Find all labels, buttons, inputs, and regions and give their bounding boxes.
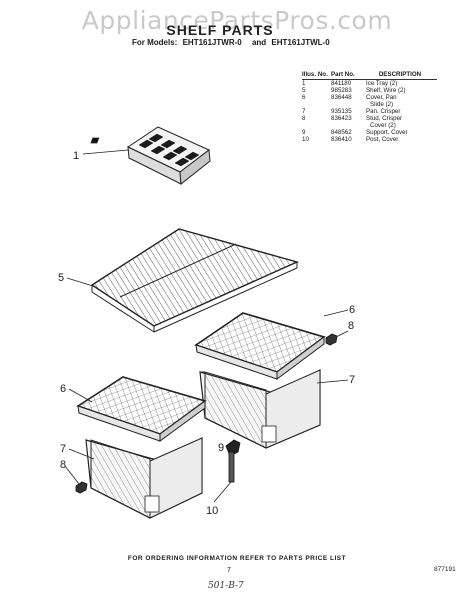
- row-part: 836423: [331, 115, 352, 122]
- table-row: 9 848562 Support, Cover: [302, 129, 437, 136]
- table-row: 7 935135 Pan, Crisper: [302, 108, 437, 115]
- leader-line: [316, 379, 349, 384]
- row-desc: Shelf, Wire (2): [366, 87, 406, 94]
- watermark: AppliancePartsPros.com: [81, 6, 393, 35]
- support-post-drawing: [213, 439, 241, 503]
- parts-table-header: Illus. No. Part No. DESCRIPTION: [302, 71, 437, 80]
- row-desc: Stud, Crisper: [366, 115, 403, 122]
- header-description: DESCRIPTION: [366, 71, 437, 80]
- leader-line: [68, 448, 95, 460]
- row-part: 836410: [331, 136, 352, 143]
- row-part: 985283: [331, 87, 352, 94]
- header-part: Part No.: [331, 71, 366, 80]
- model-b: EHT161JTWL-0: [271, 38, 330, 47]
- wire-shelf-drawing: [90, 228, 300, 333]
- parts-table: Illus. No. Part No. DESCRIPTION 1 841180…: [302, 71, 437, 143]
- models-prefix: For Models:: [132, 38, 178, 47]
- row-illus: 1: [302, 80, 306, 87]
- row-illus: 6: [302, 94, 306, 101]
- row-part: 935135: [331, 108, 352, 115]
- callout-pan-left: 7: [60, 443, 66, 455]
- table-row: 1 841180 Ice Tray (2): [302, 80, 437, 88]
- row-illus: 5: [302, 87, 306, 94]
- model-line: For Models: EHT161JTWR-0 and EHT161JTWL-…: [132, 38, 392, 47]
- table-row: Slide (2): [302, 101, 437, 108]
- table-row: Cover (2): [302, 122, 437, 129]
- pan-left-drawing: [85, 436, 203, 519]
- ordering-note: FOR ORDERING INFORMATION REFER TO PARTS …: [127, 555, 347, 562]
- callout-post: 10: [206, 505, 218, 517]
- callout-stud-right: 8: [348, 320, 354, 332]
- model-a: EHT161JTWR-0: [182, 38, 242, 47]
- page-title: SHELF PARTS: [166, 22, 274, 38]
- row-desc: Cover (2): [370, 122, 396, 129]
- row-desc: Slide (2): [370, 101, 394, 108]
- leader-line: [82, 149, 129, 155]
- row-illus: 7: [302, 108, 306, 115]
- row-desc: Pan, Crisper: [366, 108, 401, 115]
- leader-line: [66, 277, 94, 287]
- row-desc: Support, Cover: [366, 129, 408, 136]
- row-desc: Post, Cover: [366, 136, 399, 143]
- table-row: 8 836423 Stud, Crisper: [302, 115, 437, 122]
- callout-support: 9: [218, 442, 224, 454]
- callout-shelf: 5: [58, 272, 64, 284]
- row-part: 848562: [331, 129, 352, 136]
- leader-line: [68, 388, 93, 403]
- document-number: 877191: [434, 566, 456, 573]
- cover-left-drawing: [76, 376, 207, 442]
- stud-right-drawing: [325, 330, 349, 346]
- table-row: 5 985283 Shelf, Wire (2): [302, 87, 437, 94]
- ice-tray-drawing: [90, 126, 211, 185]
- row-illus: 8: [302, 115, 306, 122]
- leader-line: [323, 309, 349, 317]
- callout-pan-right: 7: [349, 374, 355, 386]
- row-desc: Cover, Pan: [366, 94, 397, 101]
- row-part: 836448: [331, 94, 352, 101]
- header-illus: Illus. No.: [302, 71, 331, 80]
- handwritten-note: 501-B-7: [208, 581, 244, 591]
- cover-right-drawing: [194, 312, 326, 380]
- models-conjunction: and: [251, 38, 267, 47]
- callout-cover-right: 6: [349, 304, 355, 316]
- row-part: 841180: [331, 80, 352, 87]
- callout-cover-left: 6: [60, 383, 66, 395]
- stud-left-drawing: [64, 465, 88, 494]
- table-row: 10 836410 Post, Cover: [302, 136, 437, 143]
- callout-ice-tray: 1: [73, 150, 79, 162]
- table-row: 6 836448 Cover, Pan: [302, 94, 437, 101]
- page-number: 7: [227, 567, 231, 574]
- row-desc: Ice Tray (2): [366, 80, 398, 87]
- row-illus: 10: [302, 136, 309, 143]
- callout-stud-left: 8: [60, 459, 66, 471]
- pan-right-drawing: [199, 368, 321, 449]
- row-illus: 9: [302, 129, 306, 136]
